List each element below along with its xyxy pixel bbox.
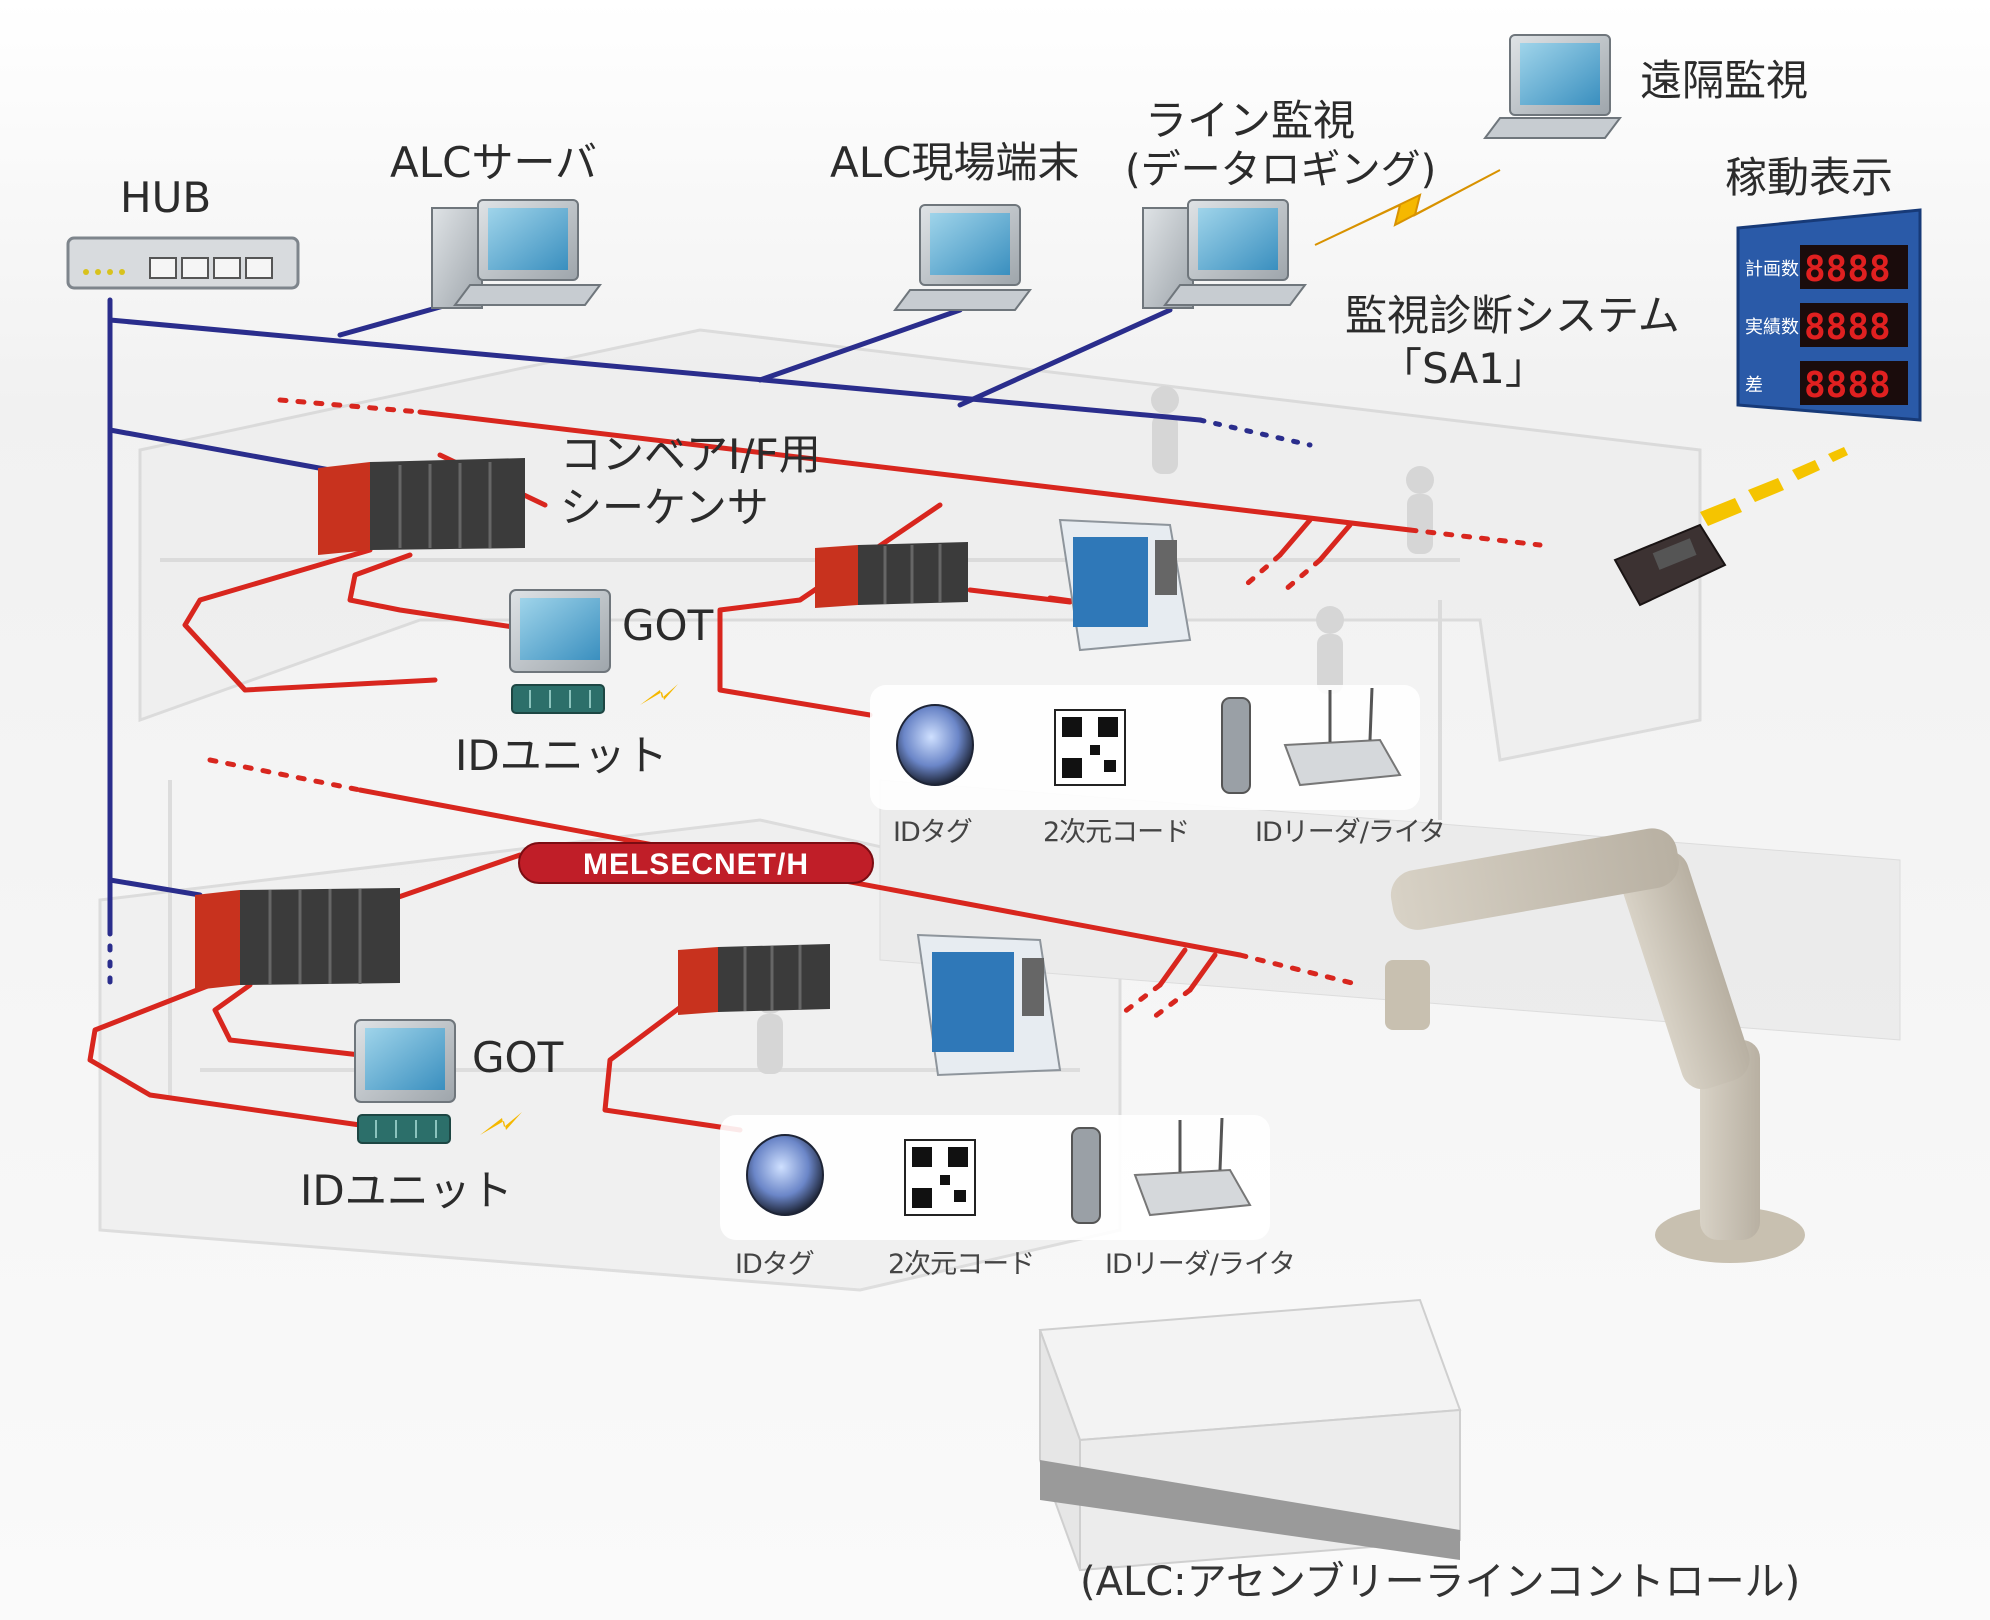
diag-system-label: 監視診断システム xyxy=(1345,291,1680,340)
line-monitor-label: ライン監視 xyxy=(1145,96,1356,145)
melsecnet-badge: MELSECNET/H xyxy=(518,842,874,884)
got-lower-label: GOT xyxy=(472,1033,564,1082)
id-reader-lower-label: IDリーダ/ライタ xyxy=(1105,1249,1296,1280)
board-row-value: 8888 xyxy=(1804,249,1891,290)
operation-display-label: 稼動表示 xyxy=(1725,153,1894,202)
plc-conveyor-lower xyxy=(195,888,400,990)
got-panel-upper xyxy=(509,589,611,673)
board-row-value: 8888 xyxy=(1804,307,1891,348)
id-unit-upper-label: IDユニット xyxy=(455,731,668,780)
alc-terminal-pc xyxy=(893,204,1032,311)
conveyor-plc-sublabel: シーケンサ xyxy=(560,483,769,532)
plc-station-lower xyxy=(678,944,830,1015)
id-unit-upper xyxy=(511,684,605,714)
line-monitor-pc xyxy=(1142,199,1307,309)
sa1-monitor-lower xyxy=(916,933,1062,1077)
board-row-label: 実績数 xyxy=(1745,317,1799,338)
got-upper-label: GOT xyxy=(622,601,714,650)
plc-conveyor-upper xyxy=(318,458,525,555)
board-row-panel xyxy=(1800,361,1908,405)
alc-server-pc xyxy=(431,199,602,309)
pallet-boxes xyxy=(1038,1298,1462,1572)
board-row-label: 差 xyxy=(1745,375,1763,396)
remote-monitor-label: 遠隔監視 xyxy=(1640,56,1809,105)
sa1-monitor-upper xyxy=(1058,518,1192,652)
got-panel-lower xyxy=(354,1019,456,1103)
conveyor-plc-label: コンベアI/F用 xyxy=(560,430,821,479)
board-row-panel xyxy=(1800,245,1908,289)
signal-arrows xyxy=(1700,447,1848,526)
alc-server-label: ALCサーバ xyxy=(390,138,598,187)
diag-system-sublabel: 「SA1」 xyxy=(1380,344,1547,393)
id-tag-upper-label: IDタグ xyxy=(893,817,973,848)
handheld-terminal xyxy=(1613,523,1727,607)
code-2d-upper-label: 2次元コード xyxy=(1043,817,1190,848)
hub-label: HUB xyxy=(120,173,212,222)
footnote: (ALC:アセンブリーラインコントロール) xyxy=(1080,1559,1801,1605)
plc-station-upper xyxy=(815,542,968,608)
line-monitor-sublabel: (データロギング) xyxy=(1125,147,1437,193)
remote-monitor-pc xyxy=(1483,34,1622,139)
id-unit-lower xyxy=(357,1114,451,1144)
id-reader-upper-label: IDリーダ/ライタ xyxy=(1255,817,1446,848)
id-unit-lower-label: IDユニット xyxy=(300,1166,513,1215)
board-row-value: 8888 xyxy=(1804,365,1891,406)
id-tag-lower-label: IDタグ xyxy=(735,1249,815,1280)
id-devices-panel-lower xyxy=(720,1115,1270,1240)
board-row-label: 計画数 xyxy=(1745,259,1799,280)
id-devices-panel-upper xyxy=(870,685,1420,810)
alc-terminal-label: ALC現場端末 xyxy=(830,138,1080,187)
robot-arm xyxy=(1385,828,1805,1263)
code-2d-lower-label: 2次元コード xyxy=(888,1249,1035,1280)
board-row-panel xyxy=(1800,303,1908,347)
wireless-bolt-remote xyxy=(1314,169,1501,246)
information-network xyxy=(107,297,1313,993)
hub-device xyxy=(66,236,300,290)
